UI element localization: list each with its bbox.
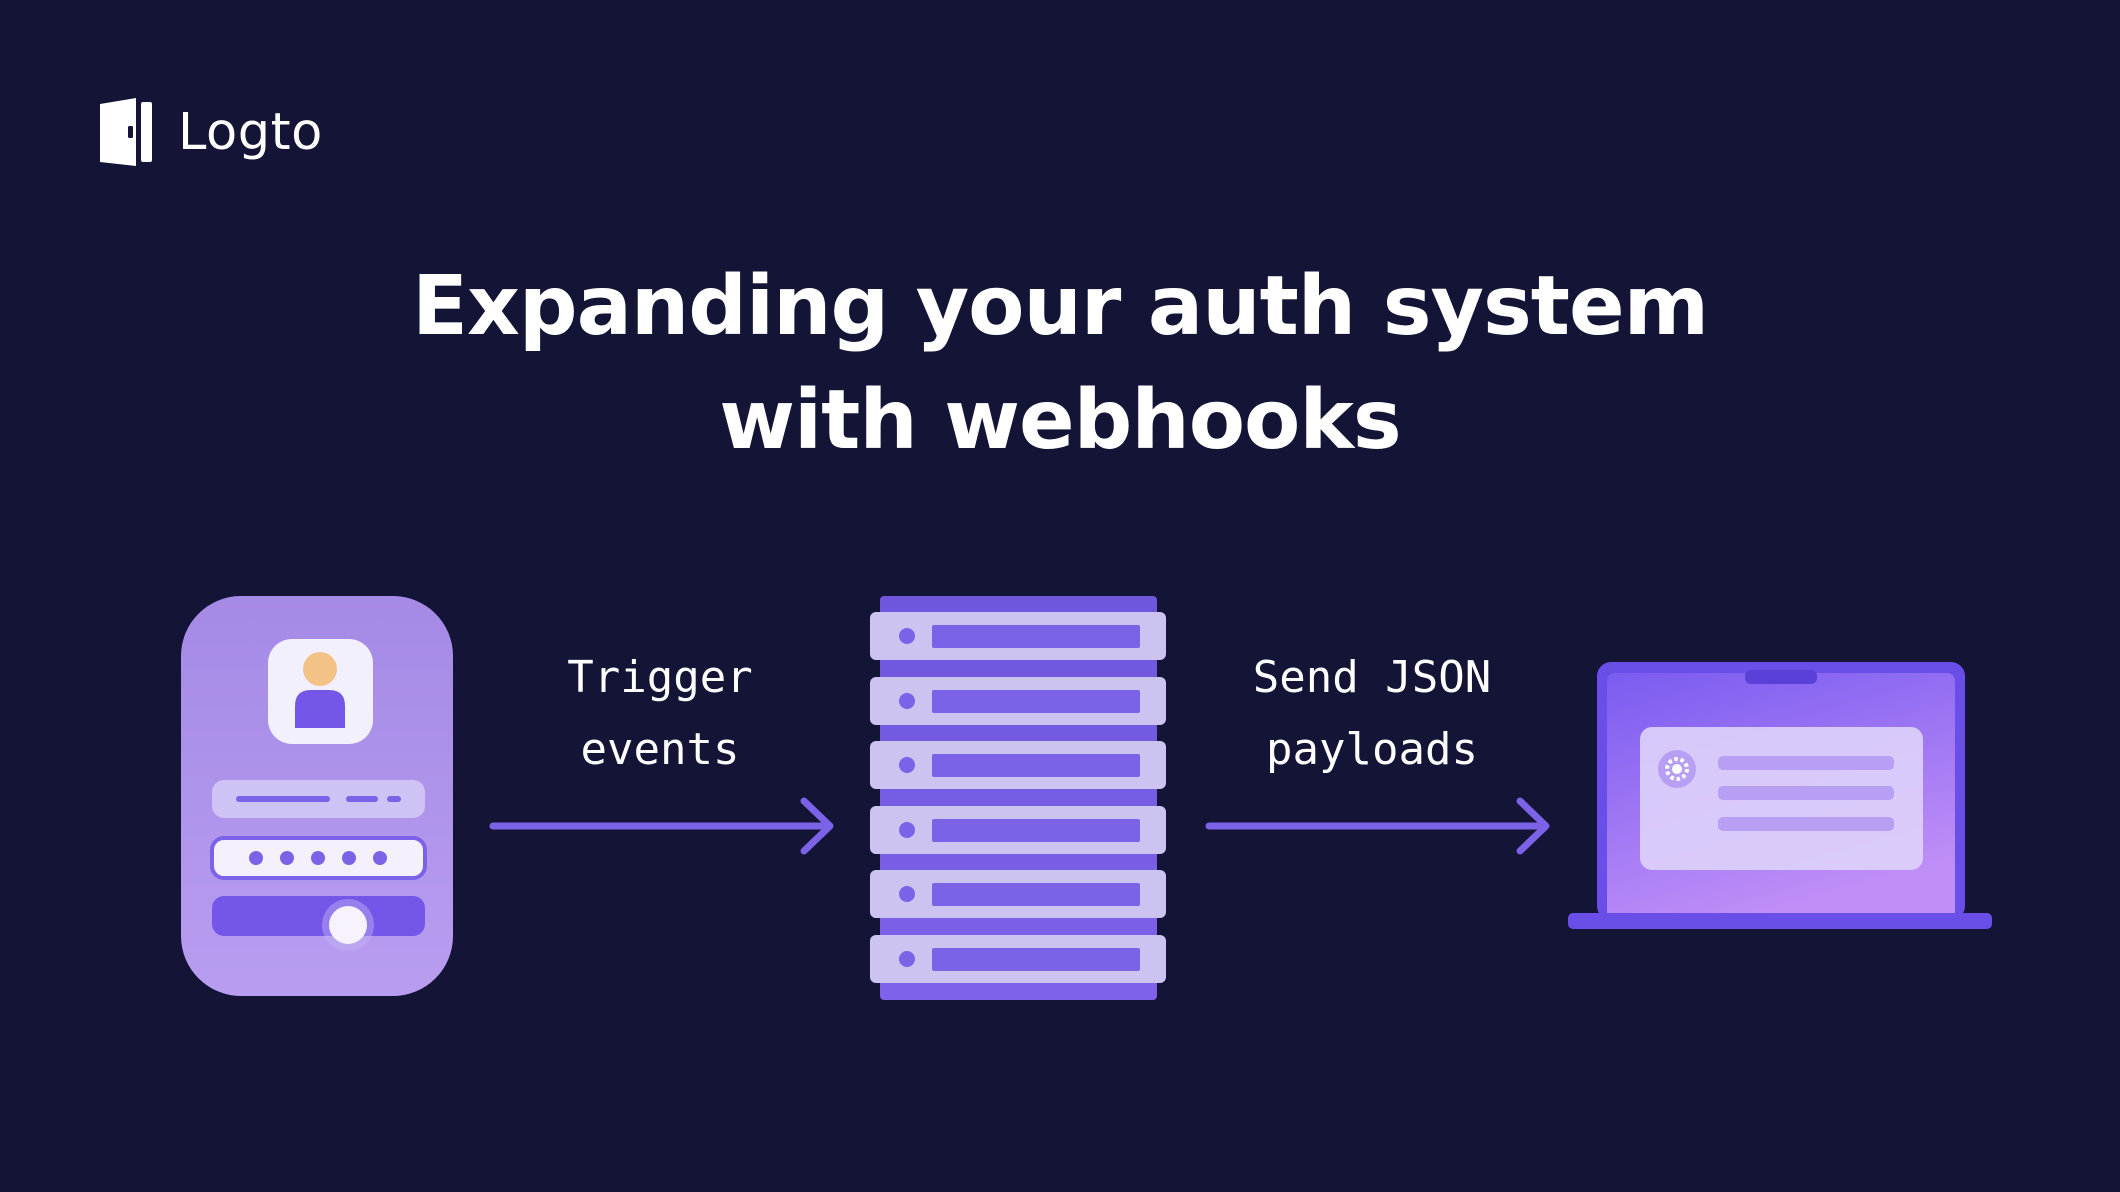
door-icon	[100, 98, 152, 166]
arrow-right-icon	[1205, 797, 1550, 855]
step-2-line-1: Send JSON	[1252, 652, 1492, 703]
title-line-2: with webhooks	[719, 373, 1401, 468]
step-label-send-json: Send JSON payloads	[1202, 642, 1542, 786]
server-unit	[870, 741, 1166, 789]
arrow-right-icon	[489, 797, 834, 855]
step-1-line-1: Trigger	[567, 652, 753, 703]
server-unit	[870, 870, 1166, 918]
notification-card	[1640, 727, 1923, 870]
step-label-trigger-events: Trigger events	[510, 642, 810, 786]
server-unit	[870, 935, 1166, 983]
step-2-line-2: payloads	[1266, 724, 1478, 775]
server-unit	[870, 806, 1166, 854]
submit-button	[212, 896, 425, 936]
logo-text: Logto	[178, 102, 323, 162]
server-unit	[870, 677, 1166, 725]
laptop-icon	[1568, 662, 1992, 929]
login-form-icon	[181, 596, 453, 996]
gear-icon	[1658, 750, 1696, 788]
logo: Logto	[98, 94, 323, 170]
step-1-line-2: events	[580, 724, 740, 775]
title-line-1: Expanding your auth system	[411, 259, 1709, 354]
server-rack-icon	[870, 596, 1166, 1000]
page-title: Expanding your auth system with webhooks	[0, 250, 2120, 478]
server-unit	[870, 612, 1166, 660]
